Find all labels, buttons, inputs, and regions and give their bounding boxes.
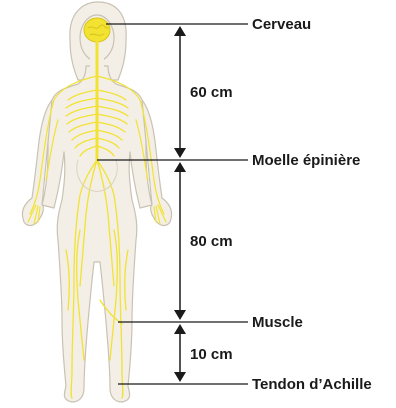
measurement-80cm: 80 cm [190, 233, 233, 250]
measurement-10cm: 10 cm [190, 346, 233, 363]
arrowhead-10cm-bottom [174, 372, 186, 382]
arrowhead-80cm-bottom [174, 310, 186, 320]
measurement-arrows [174, 26, 186, 382]
brain [84, 18, 110, 42]
arrowhead-60cm-top [174, 26, 186, 36]
label-spinal-cord: Moelle épinière [252, 152, 360, 169]
arrowhead-10cm-top [174, 324, 186, 334]
label-muscle: Muscle [252, 314, 303, 331]
label-achilles-tendon: Tendon d’Achille [252, 376, 372, 393]
measurement-60cm: 60 cm [190, 84, 233, 101]
label-brain: Cerveau [252, 16, 311, 33]
arrowhead-80cm-top [174, 162, 186, 172]
arrowhead-60cm-bottom [174, 148, 186, 158]
